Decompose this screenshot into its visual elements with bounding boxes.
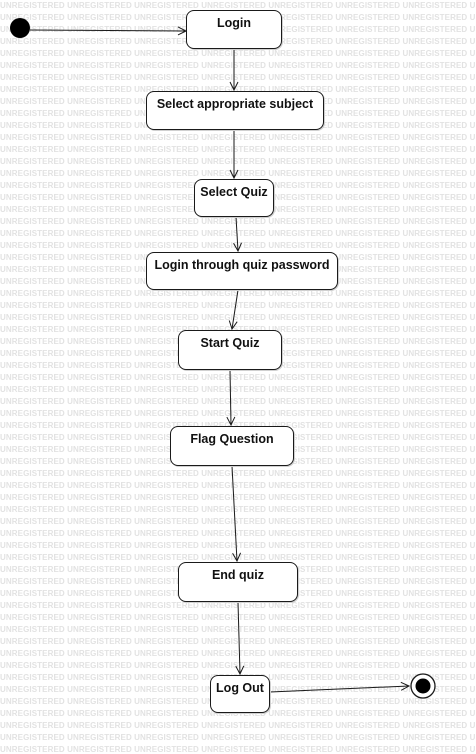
- edge-select-quiz-login-quiz-password: [236, 216, 238, 251]
- edge-flag-question-end-quiz: [231, 465, 237, 561]
- activity-end-quiz: End quiz: [178, 562, 298, 602]
- activity-login: Login: [186, 10, 282, 49]
- final-node: [410, 673, 436, 699]
- activity-login-quiz-password: Login through quiz password: [146, 252, 338, 290]
- edge-start-quiz-flag-question: [230, 369, 231, 425]
- activity-select-quiz: Select Quiz: [194, 179, 274, 217]
- activity-log-out: Log Out: [210, 675, 270, 713]
- activity-select-subject: Select appropriate subject: [146, 91, 324, 130]
- edge-login-quiz-password-start-quiz: [232, 289, 239, 329]
- edge-log-out-end: [269, 686, 409, 693]
- edge-start-login: [29, 30, 186, 31]
- activity-start-quiz: Start Quiz: [178, 330, 282, 370]
- initial-node: [10, 18, 30, 38]
- activity-flag-question: Flag Question: [170, 426, 294, 466]
- edge-end-quiz-log-out: [238, 601, 240, 674]
